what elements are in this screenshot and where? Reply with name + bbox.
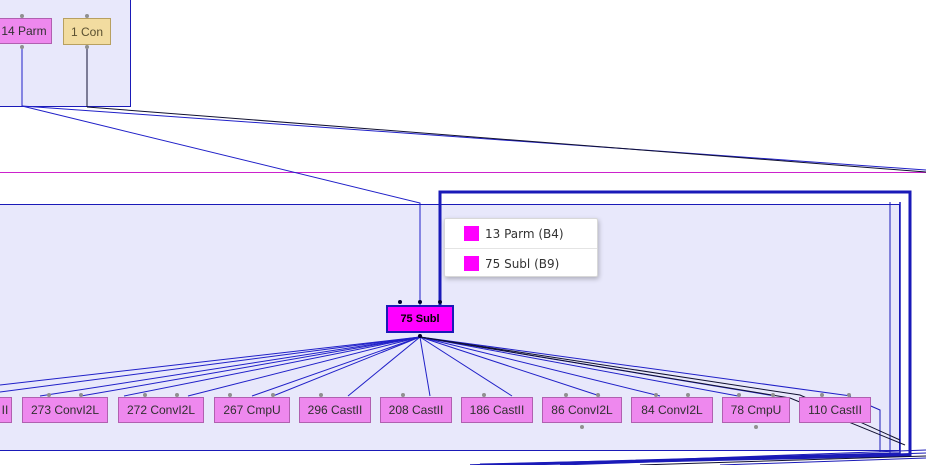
node-296-castii[interactable]: 296 CastII [299, 397, 371, 423]
node-label: 267 CmpU [223, 403, 281, 417]
wire-bottom-fan-3 [639, 455, 926, 465]
node-75-subl-selected[interactable]: 75 Subl [386, 305, 454, 333]
port [847, 393, 851, 397]
node-label: 14 Parm [1, 24, 47, 38]
port [319, 393, 323, 397]
wire-bottom-fan-4 [719, 457, 926, 465]
node-186-castii[interactable]: 186 CastII [461, 397, 533, 423]
node-label: 273 ConvI2L [30, 403, 100, 417]
node-86-convi2l[interactable]: 86 ConvI2L [542, 397, 622, 423]
port [771, 393, 775, 397]
port [754, 425, 758, 429]
port [85, 14, 89, 18]
node-14-parm[interactable]: 14 Parm [0, 18, 52, 44]
magenta-square-icon [464, 226, 479, 241]
port [228, 393, 232, 397]
popup-item-75-subl[interactable]: 75 Subl (B9) [445, 248, 597, 278]
node-label: 1 Con [70, 24, 104, 39]
node-label: 208 CastII [388, 403, 444, 417]
port [438, 300, 442, 304]
wire-subl-to-right-1 [419, 336, 901, 441]
wire-bottom-fan-1 [519, 449, 926, 465]
node-label: 86 ConvI2L [551, 403, 613, 417]
node-84-convi2l[interactable]: 84 ConvI2L [631, 397, 713, 423]
node-label: 75 Subl [400, 313, 440, 325]
popup-item-label: 13 Parm (B4) [485, 226, 564, 241]
port [79, 393, 83, 397]
port [654, 393, 658, 397]
port [175, 393, 179, 397]
port [482, 393, 486, 397]
magenta-square-icon [464, 256, 479, 271]
port [143, 393, 147, 397]
node-273-convi2l[interactable]: 273 ConvI2L [22, 397, 108, 423]
port [271, 393, 275, 397]
node-110-castii[interactable]: 110 CastII [799, 397, 871, 423]
port [686, 393, 690, 397]
popup-item-13-parm[interactable]: 13 Parm (B4) [445, 219, 597, 248]
port [737, 393, 741, 397]
wire-subl-to-right-2 [419, 336, 906, 446]
node-label: 186 CastII [469, 403, 525, 417]
node-label: II [1, 403, 9, 417]
node-label: 272 ConvI2L [126, 403, 196, 417]
wire-top-long-1 [21, 105, 926, 171]
port [401, 393, 405, 397]
node-label: 296 CastII [307, 403, 363, 417]
node-label: 84 ConvI2L [641, 403, 703, 417]
node-castii-partial[interactable]: II [0, 397, 12, 423]
port [564, 393, 568, 397]
node-label: 110 CastII [808, 403, 862, 417]
wire-loop-inner [469, 202, 901, 465]
node-78-cmpu[interactable]: 78 CmpU [722, 397, 790, 423]
node-1-con[interactable]: 1 Con [63, 18, 111, 45]
port [418, 334, 422, 338]
node-label: 78 CmpU [730, 403, 782, 417]
node-208-castii[interactable]: 208 CastII [380, 397, 452, 423]
port [20, 14, 24, 18]
port [20, 45, 24, 49]
port [580, 425, 584, 429]
popup-item-label: 75 Subl (B9) [485, 256, 560, 271]
port [85, 45, 89, 49]
port [596, 393, 600, 397]
node-272-convi2l[interactable]: 272 ConvI2L [118, 397, 204, 423]
port [398, 300, 402, 304]
wire-bottom-fan-2 [559, 452, 926, 465]
port [47, 393, 51, 397]
wire-parm-to-subl [21, 105, 421, 305]
wire-top-long-2 [86, 106, 926, 173]
node-popup-menu: 13 Parm (B4) 75 Subl (B9) [444, 218, 598, 277]
port [418, 300, 422, 304]
port [820, 393, 824, 397]
node-267-cmpu[interactable]: 267 CmpU [214, 397, 290, 423]
